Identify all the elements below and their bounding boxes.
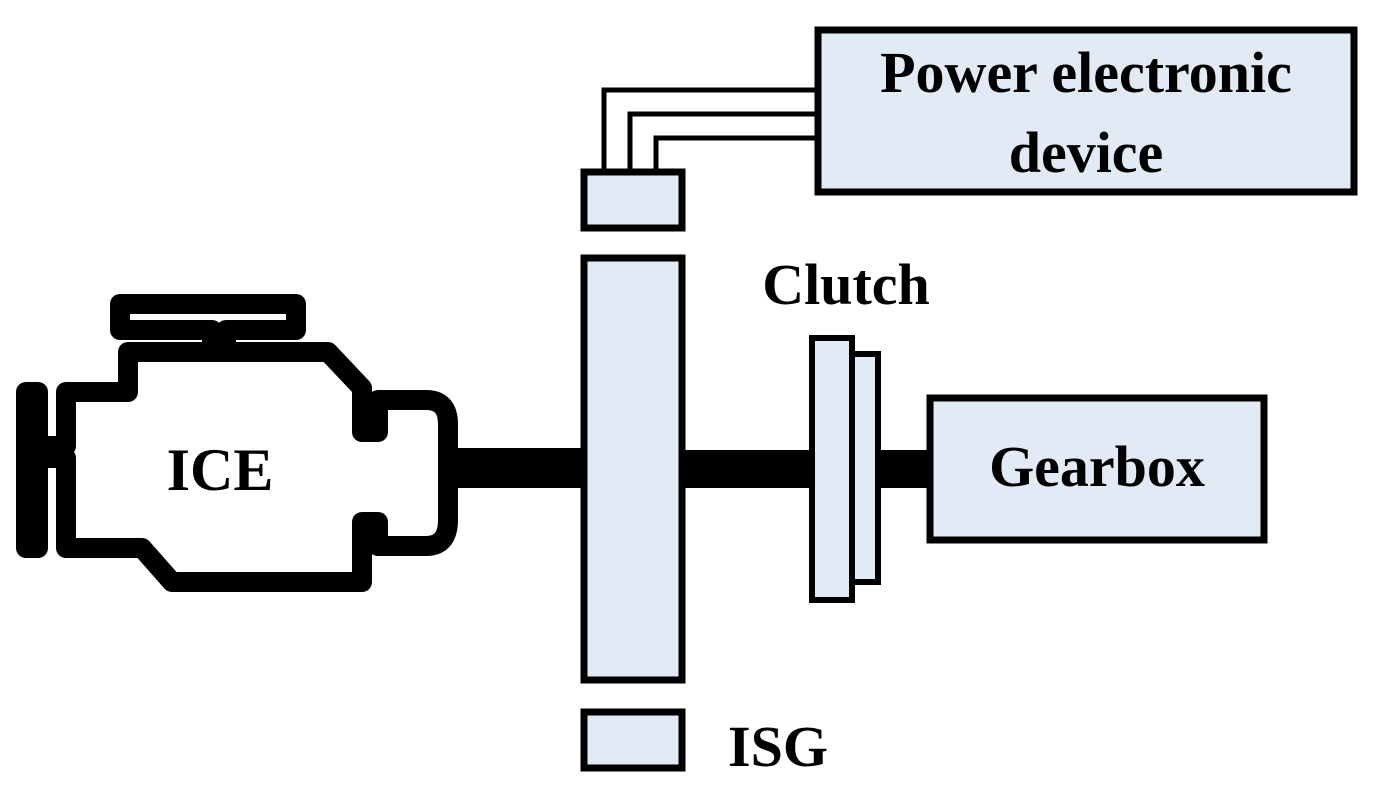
engine-body-outline (16, 342, 458, 592)
power-electronic-device-label-line2: device (1009, 120, 1164, 185)
engine-cap-outline (110, 294, 306, 362)
gearbox-label: Gearbox (989, 434, 1205, 499)
gearbox-box (926, 394, 1268, 544)
clutch-label: Clutch (762, 252, 930, 317)
clutch-front-plate (809, 335, 855, 603)
isg-rotor (580, 254, 686, 684)
ice-label: ICE (167, 437, 274, 503)
gearbox: Gearbox (926, 394, 1268, 544)
isg-stator-block (580, 708, 686, 772)
shaft-clutch-gearbox (878, 450, 934, 488)
power-electronic-device: Power electronic device (814, 26, 1358, 196)
clutch: Clutch (762, 252, 930, 603)
power-electronic-device-label-line1: Power electronic (880, 40, 1292, 105)
isg-label: ISG (728, 714, 828, 779)
engine-outline-icon: ICE (16, 294, 458, 592)
power-cable (601, 87, 818, 172)
shaft-isg-clutch (682, 450, 812, 488)
power-electronic-device-box (814, 26, 1358, 196)
shaft-ice-isg (448, 448, 584, 488)
isg-connector (580, 168, 686, 232)
